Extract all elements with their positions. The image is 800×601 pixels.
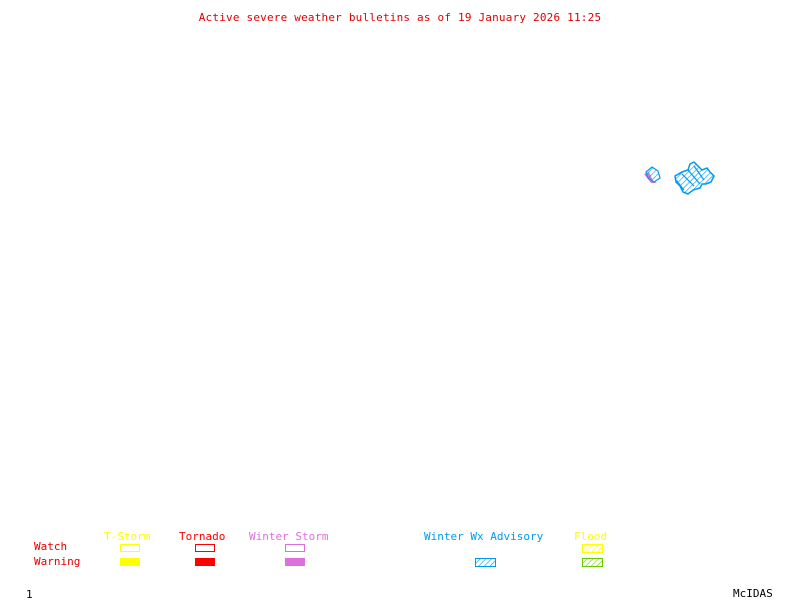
winter-wx-advisory-area-small bbox=[645, 166, 661, 183]
legend-flood-watch-swatch bbox=[582, 544, 603, 553]
legend-flood-label: Flood bbox=[574, 530, 608, 543]
legend-tstorm-watch-swatch bbox=[120, 544, 140, 552]
legend-flood-warning-swatch bbox=[582, 558, 603, 567]
legend-tstorm-label: T-Storm bbox=[104, 530, 151, 543]
legend-winter-storm-warning-swatch bbox=[285, 558, 305, 566]
legend-tornado-label: Tornado bbox=[179, 530, 226, 543]
legend-winter-wx-advisory-label: Winter Wx Advisory bbox=[424, 530, 544, 543]
legend-row-warning-label: Warning bbox=[34, 555, 81, 568]
winter-wx-advisory-area-large bbox=[674, 161, 715, 195]
legend-winter-storm-label: Winter Storm bbox=[249, 530, 329, 543]
frame-number: 1 bbox=[26, 588, 33, 601]
legend-tstorm-warning-swatch bbox=[120, 558, 140, 566]
bulletin-title: Active severe weather bulletins as of 19… bbox=[198, 11, 602, 24]
legend-row-watch-label: Watch bbox=[34, 540, 68, 553]
legend-winter-wx-advisory-warning-swatch bbox=[475, 558, 496, 567]
legend-winter-storm-watch-swatch bbox=[285, 544, 305, 552]
software-label: McIDAS bbox=[733, 587, 773, 600]
legend-tornado-warning-swatch bbox=[195, 558, 215, 566]
legend-tornado-watch-swatch bbox=[195, 544, 215, 552]
